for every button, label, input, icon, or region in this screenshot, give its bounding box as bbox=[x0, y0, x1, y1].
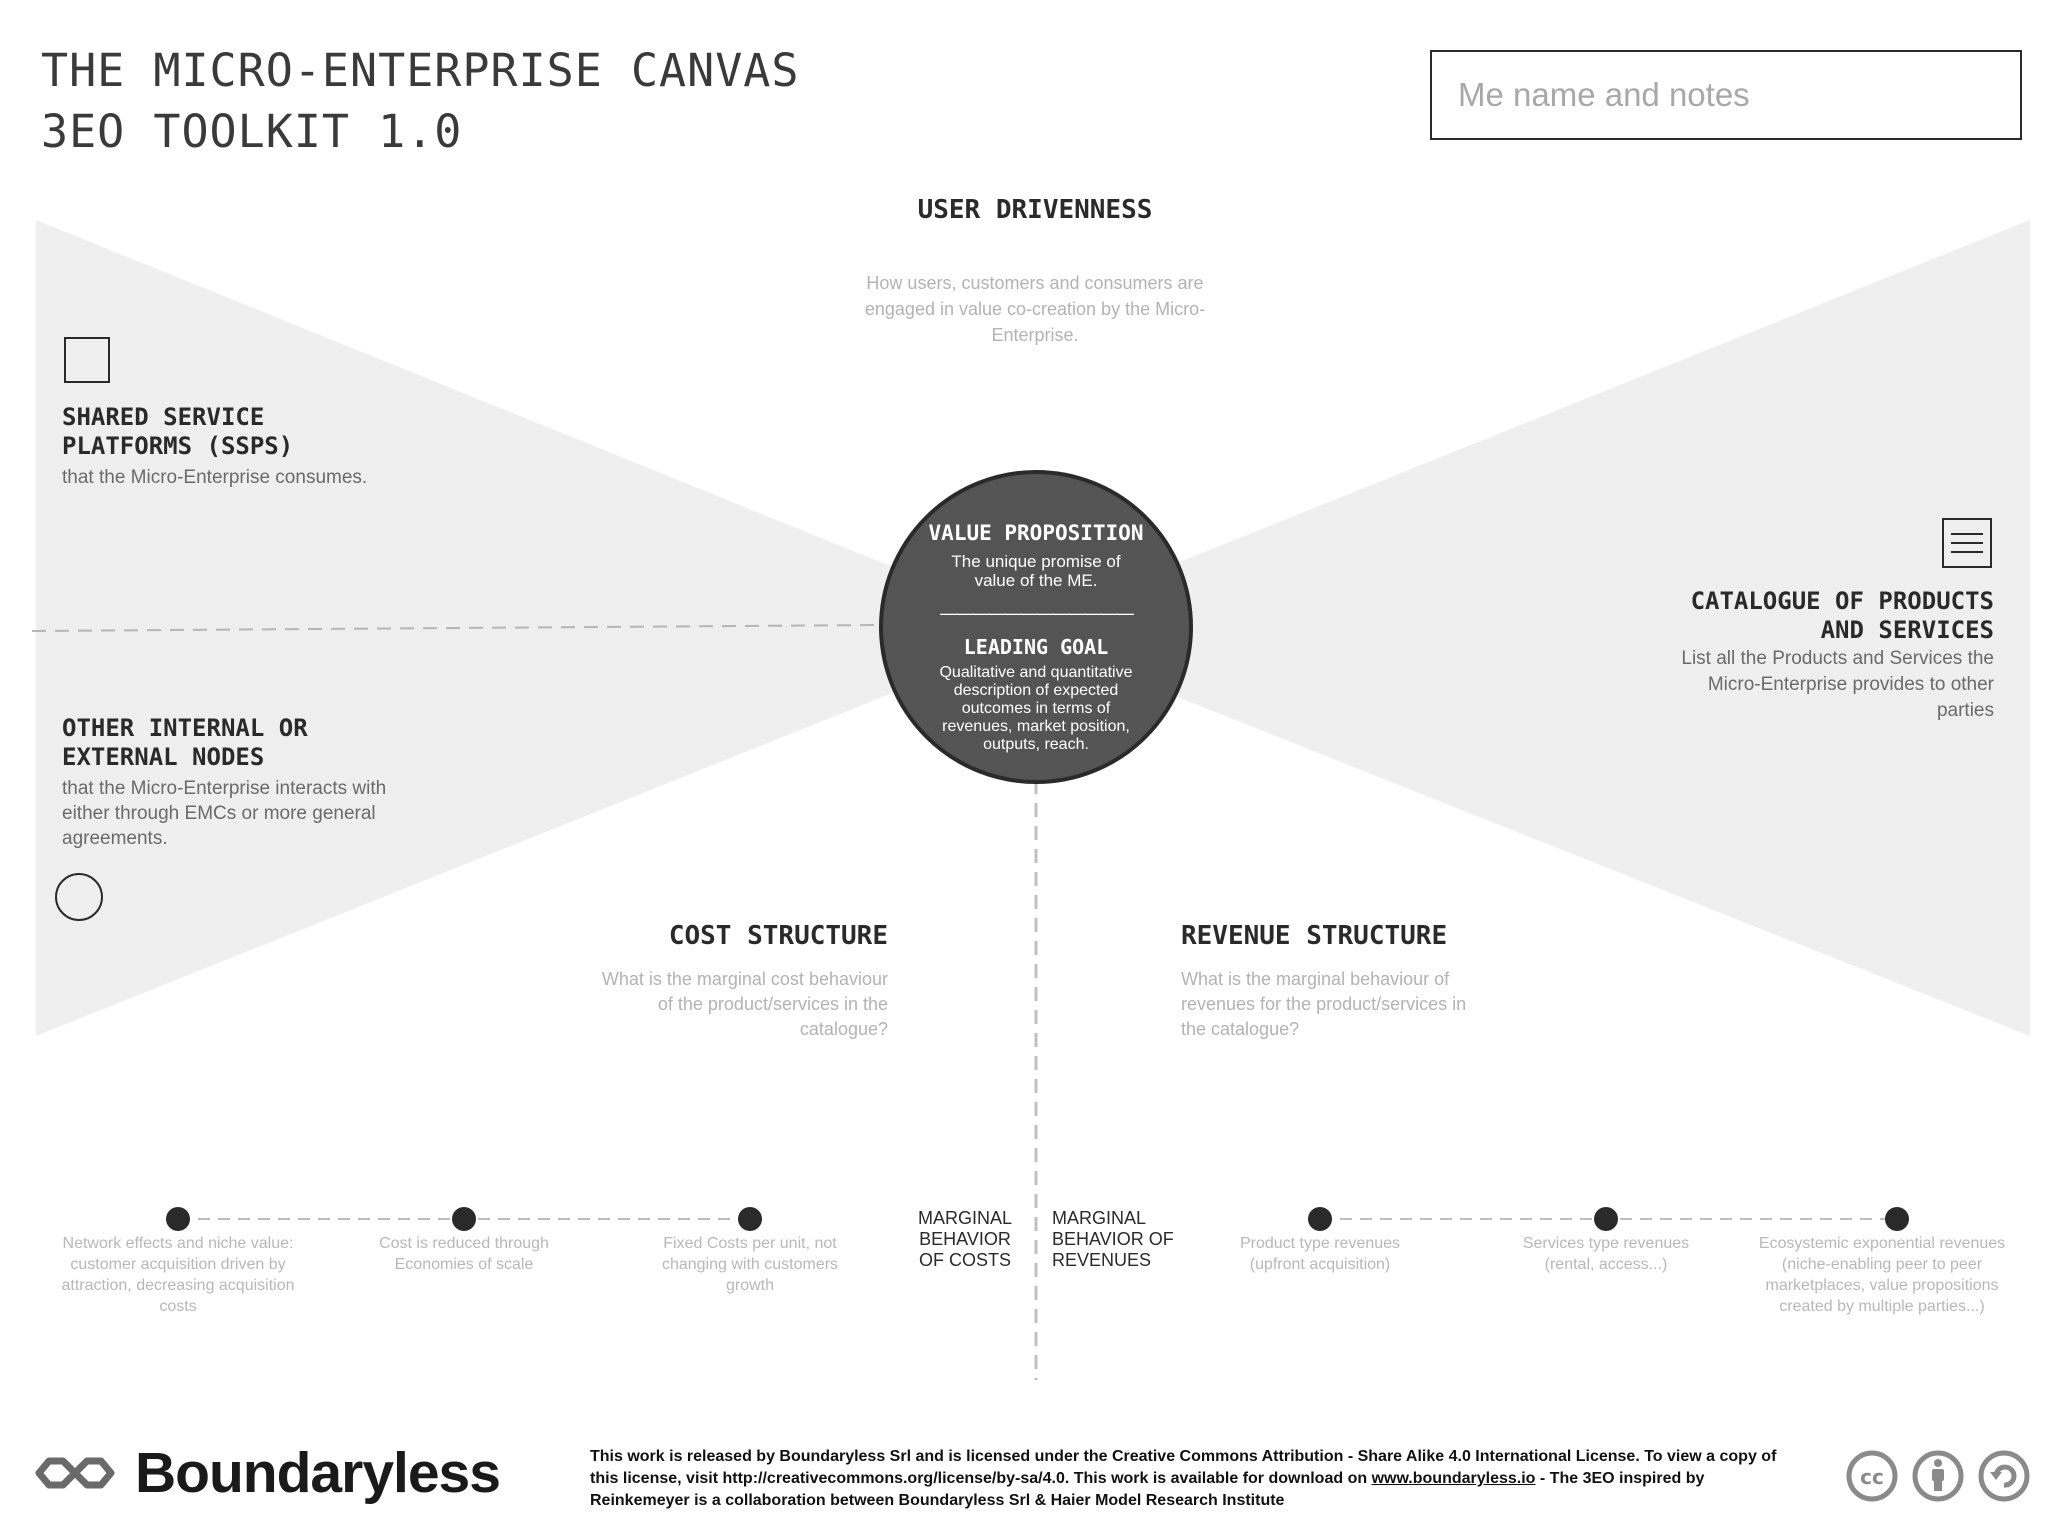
value-proposition-circle[interactable] bbox=[879, 470, 1193, 784]
ssps-title: SHARED SERVICE PLATFORMS (SSPS) bbox=[62, 403, 293, 461]
cost-scale-dot bbox=[738, 1207, 762, 1231]
revenue-scale-dot bbox=[1594, 1207, 1618, 1231]
sharealike-icon bbox=[1978, 1450, 2030, 1502]
catalogue-title: CATALOGUE OF PRODUCTS AND SERVICES bbox=[1691, 587, 1994, 645]
user-drivenness-title: USER DRIVENNESS bbox=[917, 195, 1153, 225]
square-icon bbox=[64, 337, 110, 383]
nodes-title-line-2: EXTERNAL NODES bbox=[62, 743, 265, 771]
ssps-title-line-2: PLATFORMS (SSPS) bbox=[62, 432, 294, 460]
leading-goal-title: LEADING GOAL bbox=[963, 635, 1109, 659]
cost-scale-dot bbox=[166, 1207, 190, 1231]
boundaryless-link[interactable]: www.boundaryless.io bbox=[1371, 1470, 1536, 1487]
cost-scale-label: Cost is reduced through Economies of sca… bbox=[379, 1235, 549, 1273]
cost-scale-label: Network effects and niche value: custome… bbox=[61, 1235, 295, 1315]
left-wedge bbox=[36, 220, 900, 1036]
name-notes-input[interactable] bbox=[1432, 52, 2020, 138]
cost-structure-title: COST STRUCTURE bbox=[668, 921, 888, 951]
value-proposition-block: VALUE PROPOSITION The unique promise of … bbox=[896, 520, 1176, 754]
license-text-part-2: - The 3EO inspired by Reinkemeyer is a c… bbox=[590, 1470, 1705, 1509]
revenue-scale-label: Product type revenues (upfront acquisiti… bbox=[1239, 1235, 1401, 1273]
revenue-structure-description: What is the marginal behaviour of revenu… bbox=[1181, 969, 1467, 1039]
left-divider-line bbox=[31, 624, 881, 632]
nodes-description: that the Micro-Enterprise interacts with… bbox=[62, 778, 387, 849]
catalogue-title-line-2: AND SERVICES bbox=[1820, 616, 1994, 644]
marginal-costs-label: MARGINAL BEHAVIOR OF COSTS bbox=[917, 1208, 1013, 1270]
marginal-revenues-label: MARGINAL BEHAVIOR OF REVENUES bbox=[1052, 1208, 1174, 1270]
license-text-part-1: This work is released by Boundaryless Sr… bbox=[590, 1448, 1777, 1487]
nodes-title-line-1: OTHER INTERNAL OR bbox=[62, 714, 308, 742]
cost-scale-label: Fixed Costs per unit, not changing with … bbox=[661, 1235, 839, 1294]
user-drivenness-description: How users, customers and consumers are e… bbox=[864, 273, 1206, 345]
catalogue-description: List all the Products and Services the M… bbox=[1681, 648, 1994, 721]
circle-icon bbox=[55, 873, 103, 921]
revenue-scale-dot bbox=[1308, 1207, 1332, 1231]
by-attribution-icon bbox=[1912, 1450, 1964, 1502]
creative-commons-icons: cc bbox=[1846, 1450, 2030, 1502]
title-line-2: 3EO TOOLKIT 1.0 bbox=[41, 105, 463, 158]
value-proposition-title: VALUE PROPOSITION bbox=[928, 521, 1144, 545]
center-divider: ———————————— bbox=[940, 604, 1134, 622]
svg-text:cc: cc bbox=[1860, 1465, 1884, 1489]
brand-name: Boundaryless bbox=[135, 1441, 501, 1505]
cost-scale-dot bbox=[452, 1207, 476, 1231]
revenue-scale-label: Ecosystemic exponential revenues (niche-… bbox=[1758, 1235, 2006, 1315]
revenue-scale-dot bbox=[1885, 1207, 1909, 1231]
cost-structure-description: What is the marginal cost behaviour of t… bbox=[601, 969, 888, 1039]
revenue-structure-title: REVENUE STRUCTURE bbox=[1181, 921, 1448, 951]
right-wedge bbox=[1160, 220, 2030, 1036]
catalogue-title-line-1: CATALOGUE OF PRODUCTS bbox=[1690, 587, 1994, 615]
boundaryless-logo-icon bbox=[35, 1457, 115, 1489]
ssps-description: that the Micro-Enterprise consumes. bbox=[62, 467, 368, 488]
leading-goal-description: Qualitative and quantitative description… bbox=[939, 664, 1133, 753]
ssps-title-line-1: SHARED SERVICE bbox=[62, 403, 265, 431]
value-proposition-description: The unique promise of value of the ME. bbox=[951, 552, 1121, 590]
page-title: THE MICRO-ENTERPRISE CANVAS 3EO TOOLKIT … bbox=[41, 40, 800, 162]
name-notes-box[interactable] bbox=[1430, 50, 2022, 140]
license-text: This work is released by Boundaryless Sr… bbox=[590, 1446, 1790, 1512]
list-document-icon bbox=[1942, 518, 1992, 568]
nodes-title: OTHER INTERNAL OR EXTERNAL NODES bbox=[62, 714, 308, 772]
title-line-1: THE MICRO-ENTERPRISE CANVAS bbox=[41, 44, 800, 97]
revenue-scale-label: Services type revenues (rental, access..… bbox=[1522, 1235, 1690, 1273]
cc-icon: cc bbox=[1846, 1450, 1898, 1502]
